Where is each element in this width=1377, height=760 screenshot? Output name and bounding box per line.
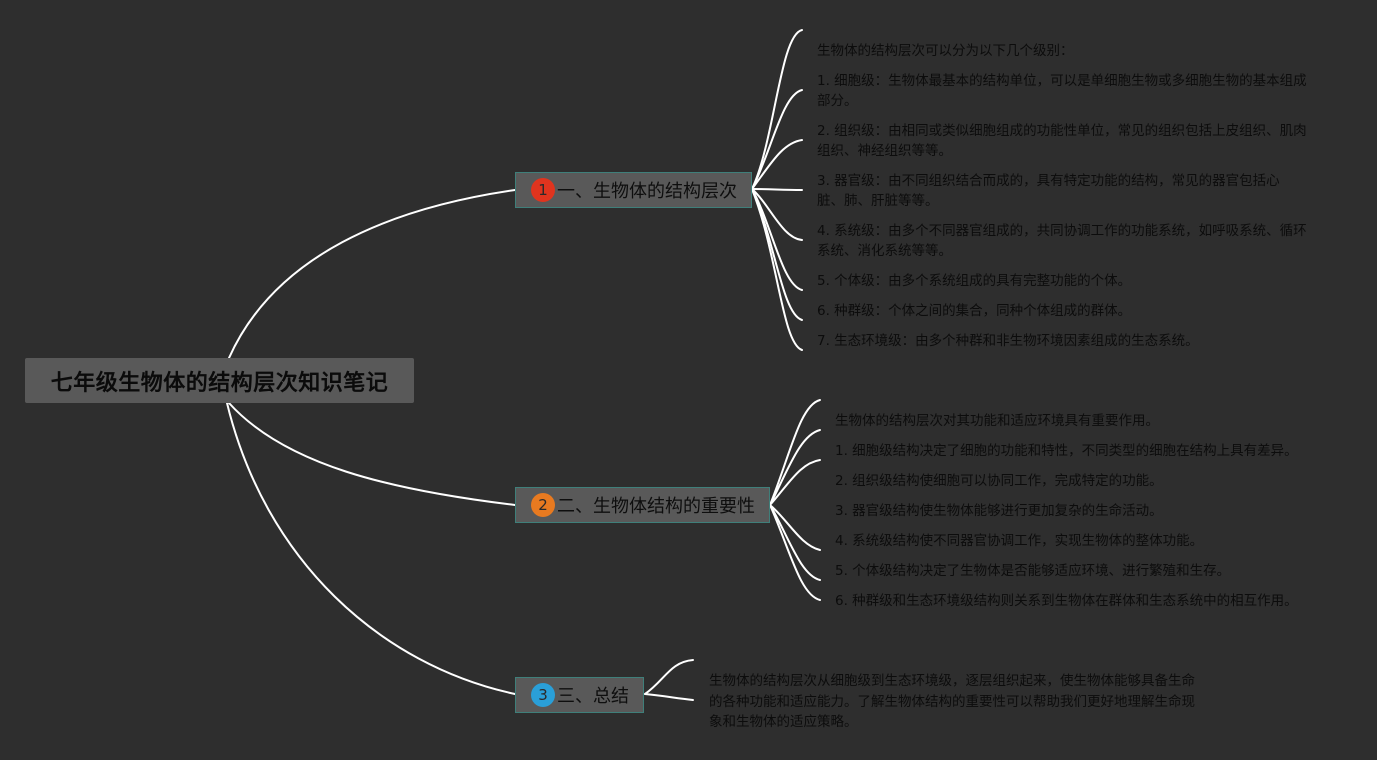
leaf-item[interactable]: 3. 器官级结构使生物体能够进行更加复杂的生命活动。	[835, 503, 1163, 519]
link-b1-leaf-3	[751, 188, 803, 191]
link-b2-leaf-2	[769, 459, 821, 506]
leaf-item[interactable]: 生物体的结构层次从细胞级到生态环境级，逐层组织起来，使生物体能够具备生命的各种功…	[709, 673, 1195, 730]
link-b1-leaf-2	[751, 139, 803, 190]
link-b2-leaf-0	[769, 399, 821, 506]
leaf-item[interactable]: 6. 种群级：个体之间的集合，同种个体组成的群体。	[817, 303, 1132, 319]
link-b1-leaf-7	[751, 188, 803, 351]
link-b2-leaf-4	[769, 504, 821, 581]
number-badge-icon: 2	[531, 493, 555, 517]
link-root-branch-1	[228, 189, 516, 359]
leaf-item[interactable]: 5. 个体级：由多个系统组成的具有完整功能的个体。	[817, 273, 1132, 289]
link-b2-leaf-3	[769, 504, 821, 551]
leaf-item[interactable]: 4. 系统级：由多个不同器官组成的，共同协调工作的功能系统，如呼吸系统、循环系统…	[817, 223, 1307, 259]
leaf-item[interactable]: 2. 组织级结构使细胞可以协同工作，完成特定的功能。	[835, 473, 1163, 489]
branch-topic-2[interactable]: 2 二、生物体结构的重要性	[515, 487, 770, 523]
leaf-item[interactable]: 5. 个体级结构决定了生物体是否能够适应环境、进行繁殖和生存。	[835, 563, 1231, 579]
leaf-item[interactable]: 3. 器官级：由不同组织结合而成的，具有特定功能的结构，常见的器官包括心脏、肺、…	[817, 173, 1280, 209]
leaf-item[interactable]: 7. 生态环境级：由多个种群和非生物环境因素组成的生态系统。	[817, 333, 1199, 349]
leaf-item[interactable]: 4. 系统级结构使不同器官协调工作，实现生物体的整体功能。	[835, 533, 1204, 549]
leaf-item[interactable]: 1. 细胞级：生物体最基本的结构单位，可以是单细胞生物或多细胞生物的基本组成部分…	[817, 73, 1307, 109]
branch-label: 三、总结	[557, 686, 629, 707]
leaf-item[interactable]: 生物体的结构层次可以分为以下几个级别：	[817, 43, 1074, 59]
branch-topic-3[interactable]: 3 三、总结	[515, 677, 644, 713]
leaf-item[interactable]: 2. 组织级：由相同或类似细胞组成的功能性单位，常见的组织包括上皮组织、肌肉组织…	[817, 123, 1307, 159]
branch-topic-1[interactable]: 1 一、生物体的结构层次	[515, 172, 752, 208]
link-b2-leaf-1	[769, 429, 821, 506]
link-root-branch-2	[228, 402, 516, 506]
number-badge-icon: 3	[531, 683, 555, 707]
link-root-branch-3	[226, 402, 516, 695]
branch-label: 一、生物体的结构层次	[557, 181, 737, 202]
link-b1-leaf-4	[751, 188, 803, 241]
root-title: 七年级生物体的结构层次知识笔记	[50, 370, 389, 396]
link-b1-leaf-5	[751, 188, 803, 291]
link-b3-leaf-0	[644, 659, 694, 695]
link-b1-leaf-0	[751, 29, 803, 190]
link-b1-leaf-1	[751, 89, 803, 190]
root-topic[interactable]: 七年级生物体的结构层次知识笔记	[25, 358, 414, 403]
leaf-item[interactable]: 1. 细胞级结构决定了细胞的功能和特性，不同类型的细胞在结构上具有差异。	[835, 443, 1298, 459]
branch-label: 二、生物体结构的重要性	[557, 496, 755, 517]
leaf-item[interactable]: 生物体的结构层次对其功能和适应环境具有重要作用。	[835, 413, 1159, 429]
link-b2-leaf-5	[769, 504, 821, 601]
leaf-item[interactable]: 6. 种群级和生态环境级结构则关系到生物体在群体和生态系统中的相互作用。	[835, 593, 1298, 609]
number-badge-icon: 1	[531, 178, 555, 202]
link-b3-leaf-1	[644, 693, 694, 701]
